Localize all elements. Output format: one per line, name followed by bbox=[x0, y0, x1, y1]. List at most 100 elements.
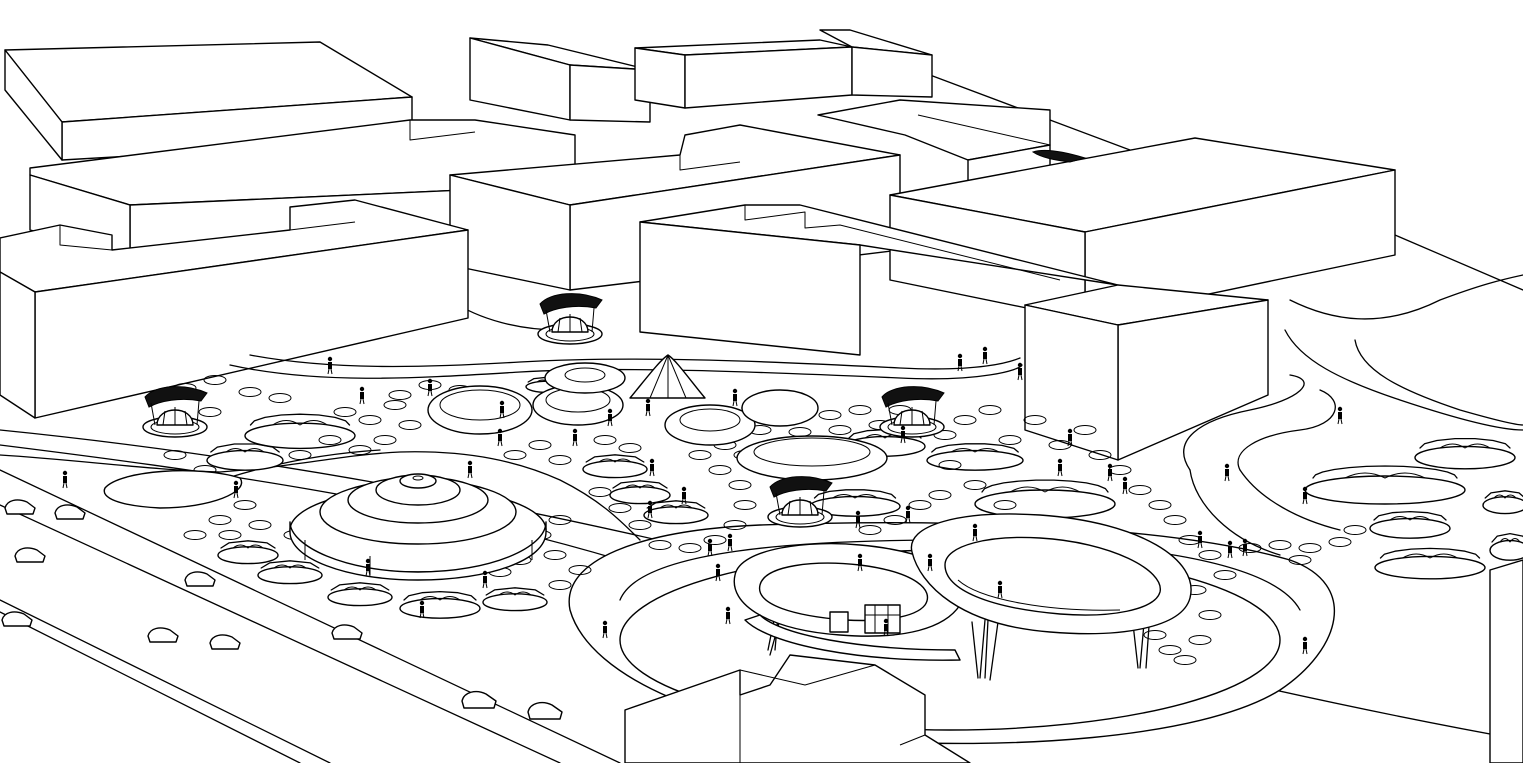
person-icon bbox=[62, 470, 68, 489]
under-ring-structure bbox=[829, 604, 901, 634]
person-icon bbox=[982, 346, 988, 365]
person-icon bbox=[365, 558, 371, 577]
person-icon bbox=[997, 580, 1003, 599]
tree-canopy-icon bbox=[643, 500, 709, 525]
person-icon bbox=[419, 600, 425, 619]
tree-canopy-icon bbox=[974, 479, 1116, 519]
person-icon bbox=[1302, 486, 1308, 505]
person-icon bbox=[715, 563, 721, 582]
person-icon bbox=[1242, 538, 1248, 557]
tree-canopy-icon bbox=[399, 590, 481, 619]
tree-canopy-icon bbox=[582, 454, 648, 479]
person-icon bbox=[972, 523, 978, 542]
street bbox=[0, 469, 621, 763]
person-icon bbox=[855, 510, 861, 529]
car-icon bbox=[54, 504, 86, 520]
people bbox=[62, 346, 1343, 655]
buildings-back bbox=[0, 29, 1396, 461]
building-block bbox=[4, 41, 413, 161]
person-icon bbox=[1122, 476, 1128, 495]
person-icon bbox=[707, 538, 713, 557]
dome-kiosks bbox=[142, 149, 1087, 528]
person-icon bbox=[725, 606, 731, 625]
tree-canopy-icon bbox=[1414, 437, 1516, 470]
car-icon bbox=[209, 634, 241, 650]
person-icon bbox=[1224, 463, 1230, 482]
person-icon bbox=[732, 388, 738, 407]
parked-cars bbox=[1, 499, 563, 720]
building-block bbox=[639, 204, 1119, 356]
foreground-building bbox=[624, 654, 971, 763]
tree-canopy-icon bbox=[482, 587, 548, 612]
person-icon bbox=[427, 378, 433, 397]
car-icon bbox=[147, 627, 179, 643]
person-icon bbox=[681, 486, 687, 505]
car-icon bbox=[4, 499, 36, 515]
building-block bbox=[634, 39, 853, 109]
tree-canopy-icon bbox=[926, 443, 1024, 471]
dome-kiosk-icon bbox=[142, 386, 208, 438]
person-icon bbox=[883, 618, 889, 637]
car-icon bbox=[184, 571, 216, 587]
person-icon bbox=[572, 428, 578, 447]
person-icon bbox=[1017, 362, 1023, 381]
person-icon bbox=[1302, 636, 1308, 655]
person-icon bbox=[1197, 530, 1203, 549]
tree-canopy-icon bbox=[206, 443, 284, 471]
car-icon bbox=[14, 547, 46, 563]
person-icon bbox=[857, 553, 863, 572]
person-icon bbox=[927, 553, 933, 572]
dome-kiosk-icon bbox=[879, 386, 945, 438]
car-icon bbox=[527, 701, 563, 720]
person-icon bbox=[482, 570, 488, 589]
person-icon bbox=[607, 408, 613, 427]
tree-canopy-icon bbox=[609, 480, 671, 505]
tree-canopy-icon bbox=[244, 413, 356, 450]
lawn-disc bbox=[103, 470, 243, 509]
dome-kiosk-icon bbox=[767, 476, 833, 528]
person-icon bbox=[645, 398, 651, 417]
central-pods bbox=[427, 354, 888, 481]
tree-canopies bbox=[163, 375, 1523, 665]
tree-canopy-icon bbox=[1374, 547, 1486, 580]
person-icon bbox=[1227, 540, 1233, 559]
person-icon bbox=[727, 533, 733, 552]
tree-canopy-icon bbox=[1369, 510, 1451, 539]
car-icon bbox=[331, 624, 363, 640]
person-icon bbox=[359, 386, 365, 405]
person-icon bbox=[905, 505, 911, 524]
person-icon bbox=[233, 480, 239, 499]
car-icon bbox=[461, 690, 497, 709]
tree-canopy-icon bbox=[1482, 490, 1523, 515]
round-pavilion bbox=[289, 473, 547, 581]
tree-canopy-icon bbox=[217, 540, 279, 565]
person-icon bbox=[1107, 463, 1113, 482]
tree-canopy-icon bbox=[327, 582, 393, 607]
building-block bbox=[0, 199, 469, 419]
right-edge-building bbox=[1489, 559, 1523, 763]
person-icon bbox=[957, 353, 963, 372]
person-icon bbox=[1067, 428, 1073, 447]
building-block bbox=[1024, 284, 1269, 461]
person-icon bbox=[900, 425, 906, 444]
ring-walkways bbox=[733, 513, 1192, 681]
building-block bbox=[819, 29, 933, 98]
person-icon bbox=[327, 356, 333, 375]
person-icon bbox=[602, 620, 608, 639]
person-icon bbox=[649, 458, 655, 477]
person-icon bbox=[1057, 458, 1063, 477]
roof-sculpture-icon bbox=[1031, 149, 1087, 163]
tree-canopy-icon bbox=[1304, 465, 1466, 505]
person-icon bbox=[497, 428, 503, 447]
tree-canopy-icon bbox=[257, 560, 323, 585]
building-block bbox=[469, 37, 651, 123]
dome-kiosk-icon bbox=[537, 293, 603, 345]
person-icon bbox=[467, 460, 473, 479]
tree-canopy-icon bbox=[1489, 532, 1523, 561]
person-icon bbox=[647, 500, 653, 519]
car-icon bbox=[1, 611, 33, 627]
person-icon bbox=[499, 400, 505, 419]
person-icon bbox=[1337, 406, 1343, 425]
